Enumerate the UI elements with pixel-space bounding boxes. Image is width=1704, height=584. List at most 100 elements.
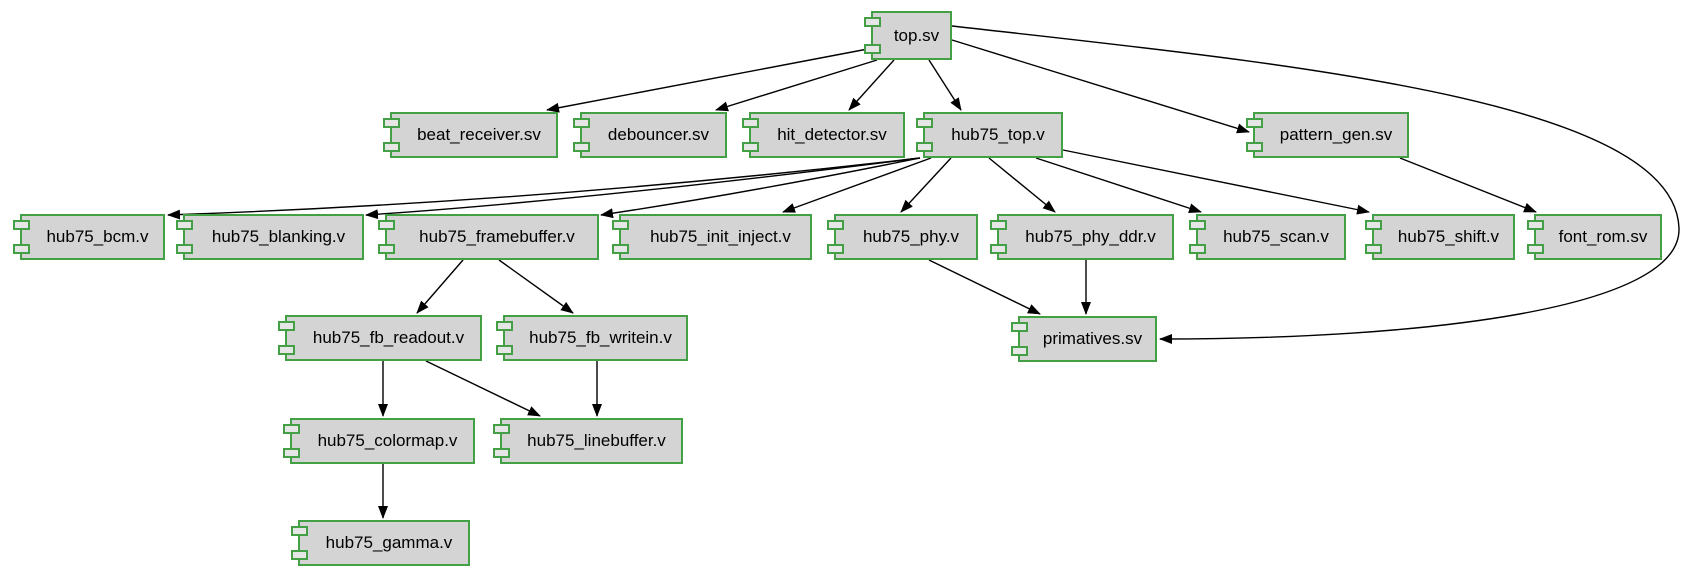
edge-hub75_top.v-to-hub75_blanking.v bbox=[365, 157, 921, 220]
node-label: primatives.sv bbox=[1042, 329, 1143, 348]
component-tab-icon bbox=[864, 44, 881, 54]
component-tab-icon bbox=[378, 244, 395, 254]
graph-node-hub75_colormap.v[interactable]: hub75_colormap.v bbox=[283, 418, 475, 464]
graph-node-hub75_scan.v[interactable]: hub75_scan.v bbox=[1189, 214, 1346, 260]
node-label: hub75_fb_readout.v bbox=[312, 328, 465, 347]
edge-hub75_top.v-to-hub75_scan.v bbox=[1035, 157, 1202, 214]
component-tab-icon bbox=[1011, 322, 1028, 332]
edge-hub75_top.v-to-hub75_init_inject.v bbox=[782, 157, 932, 213]
graph-node-hub75_phy_ddr.v[interactable]: hub75_phy_ddr.v bbox=[990, 214, 1174, 260]
node-label: hub75_phy_ddr.v bbox=[1025, 227, 1156, 246]
component-tab-icon bbox=[990, 244, 1007, 254]
graph-node-hit_detector.sv[interactable]: hit_detector.sv bbox=[742, 112, 905, 158]
node-label: font_rom.sv bbox=[1558, 227, 1648, 246]
component-tab-icon bbox=[573, 142, 590, 152]
node-label: debouncer.sv bbox=[607, 125, 710, 144]
edge-pattern_gen.sv-to-font_rom.sv bbox=[1399, 157, 1537, 213]
graph-node-hub75_phy.v[interactable]: hub75_phy.v bbox=[827, 214, 978, 260]
graph-node-pattern_gen.sv[interactable]: pattern_gen.sv bbox=[1246, 112, 1409, 158]
node-label: hub75_init_inject.v bbox=[650, 227, 791, 246]
edge-top.sv-to-pattern_gen.sv bbox=[951, 39, 1250, 134]
edge-hub75_framebuffer.v-to-hub75_fb_writein.v bbox=[498, 259, 574, 314]
component-tab-icon bbox=[283, 424, 300, 434]
graph-node-hub75_bcm.v[interactable]: hub75_bcm.v bbox=[13, 214, 165, 260]
edge-top.sv-to-primatives.sv bbox=[951, 25, 1680, 344]
component-tab-icon bbox=[493, 448, 510, 458]
node-label: hub75_top.v bbox=[951, 125, 1045, 144]
component-tab-icon bbox=[827, 220, 844, 230]
component-tab-icon bbox=[1246, 118, 1263, 128]
graph-node-top.sv[interactable]: top.sv bbox=[864, 11, 952, 60]
graph-node-hub75_gamma.v[interactable]: hub75_gamma.v bbox=[291, 520, 470, 566]
component-tab-icon bbox=[916, 142, 933, 152]
node-label: hub75_fb_writein.v bbox=[529, 328, 672, 347]
node-label: hub75_linebuffer.v bbox=[527, 431, 666, 450]
graph-node-hub75_top.v[interactable]: hub75_top.v bbox=[916, 112, 1063, 158]
graph-node-beat_receiver.sv[interactable]: beat_receiver.sv bbox=[383, 112, 558, 158]
component-tab-icon bbox=[383, 142, 400, 152]
graph-node-hub75_fb_writein.v[interactable]: hub75_fb_writein.v bbox=[496, 315, 688, 361]
component-tab-icon bbox=[742, 142, 759, 152]
edge-top.sv-to-debouncer.sv bbox=[715, 59, 878, 112]
node-label: hub75_shift.v bbox=[1397, 227, 1500, 246]
edge-hub75_top.v-to-hub75_shift.v bbox=[1062, 149, 1370, 215]
component-tab-icon bbox=[496, 321, 513, 331]
graph-node-primatives.sv[interactable]: primatives.sv bbox=[1011, 316, 1157, 362]
component-tab-icon bbox=[278, 345, 295, 355]
node-label: hub75_bcm.v bbox=[46, 227, 149, 246]
graph-node-hub75_framebuffer.v[interactable]: hub75_framebuffer.v bbox=[378, 214, 599, 260]
component-tab-icon bbox=[612, 244, 629, 254]
node-label: hub75_framebuffer.v bbox=[419, 227, 575, 246]
component-tab-icon bbox=[378, 220, 395, 230]
component-tab-icon bbox=[496, 345, 513, 355]
edge-hub75_top.v-to-hub75_bcm.v bbox=[167, 157, 921, 220]
component-tab-icon bbox=[990, 220, 1007, 230]
node-label: hub75_gamma.v bbox=[325, 533, 453, 552]
component-tab-icon bbox=[291, 526, 308, 536]
graph-node-hub75_linebuffer.v[interactable]: hub75_linebuffer.v bbox=[493, 418, 683, 464]
component-tab-icon bbox=[13, 220, 30, 230]
node-label: hub75_scan.v bbox=[1223, 227, 1329, 246]
component-tab-icon bbox=[1527, 244, 1544, 254]
component-tab-icon bbox=[1189, 220, 1206, 230]
component-tab-icon bbox=[291, 550, 308, 560]
node-label: hub75_colormap.v bbox=[317, 431, 458, 450]
component-tab-icon bbox=[1527, 220, 1544, 230]
component-tab-icon bbox=[573, 118, 590, 128]
graph-node-hub75_fb_readout.v[interactable]: hub75_fb_readout.v bbox=[278, 315, 482, 361]
edge-hub75_top.v-to-hub75_phy.v bbox=[900, 157, 952, 213]
node-label: top.sv bbox=[893, 25, 940, 45]
edge-top.sv-to-hit_detector.sv bbox=[848, 59, 895, 111]
component-tab-icon bbox=[383, 118, 400, 128]
graph-node-hub75_shift.v[interactable]: hub75_shift.v bbox=[1365, 214, 1515, 260]
component-tab-icon bbox=[612, 220, 629, 230]
component-tab-icon bbox=[1246, 142, 1263, 152]
edge-top.sv-to-hub75_top.v bbox=[928, 59, 962, 111]
component-tab-icon bbox=[176, 244, 193, 254]
component-tab-icon bbox=[742, 118, 759, 128]
graph-node-hub75_blanking.v[interactable]: hub75_blanking.v bbox=[176, 214, 364, 260]
component-tab-icon bbox=[1365, 220, 1382, 230]
component-tab-icon bbox=[1011, 346, 1028, 356]
graph-node-debouncer.sv[interactable]: debouncer.sv bbox=[573, 112, 727, 158]
graph-node-font_rom.sv[interactable]: font_rom.sv bbox=[1527, 214, 1662, 260]
node-label: hub75_phy.v bbox=[862, 227, 960, 246]
component-tab-icon bbox=[1365, 244, 1382, 254]
component-tab-icon bbox=[176, 220, 193, 230]
edge-hub75_fb_readout.v-to-hub75_linebuffer.v bbox=[425, 360, 541, 417]
node-label: pattern_gen.sv bbox=[1279, 125, 1393, 144]
edge-hub75_framebuffer.v-to-hub75_fb_readout.v bbox=[416, 259, 464, 314]
component-tab-icon bbox=[1189, 244, 1206, 254]
node-label: hub75_blanking.v bbox=[211, 227, 346, 246]
component-tab-icon bbox=[916, 118, 933, 128]
edge-top.sv-to-beat_receiver.sv bbox=[546, 47, 874, 113]
node-label: hit_detector.sv bbox=[777, 125, 887, 144]
component-tab-icon bbox=[283, 448, 300, 458]
component-tab-icon bbox=[278, 321, 295, 331]
edge-hub75_top.v-to-hub75_phy_ddr.v bbox=[988, 157, 1056, 213]
component-tab-icon bbox=[13, 244, 30, 254]
graph-node-hub75_init_inject.v[interactable]: hub75_init_inject.v bbox=[612, 214, 812, 260]
edge-hub75_top.v-to-hub75_framebuffer.v bbox=[600, 157, 921, 219]
